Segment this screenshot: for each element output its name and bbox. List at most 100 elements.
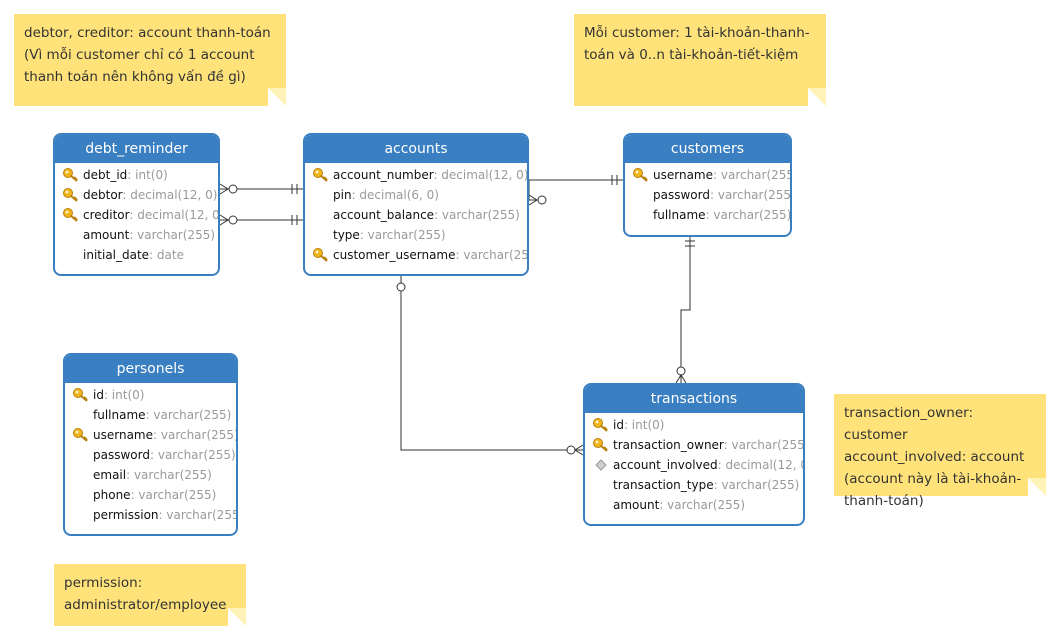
column-type: : varchar(255): [149, 448, 236, 462]
note-fold: [808, 88, 826, 106]
column-row[interactable]: id: int(0): [65, 385, 236, 405]
column-type: : varchar(255): [709, 188, 792, 202]
column-list: username: varchar(255)password: varchar(…: [625, 163, 790, 225]
column-row[interactable]: username: varchar(255): [65, 425, 236, 445]
column-name: password: [653, 188, 710, 202]
column-name: password: [93, 448, 150, 462]
column-type: : date: [149, 248, 184, 262]
note-line: permission:: [64, 575, 143, 591]
column-type: : int(0): [623, 418, 665, 432]
column-row[interactable]: fullname: varchar(255): [65, 405, 236, 425]
column-type: : varchar(255): [153, 428, 238, 442]
column-type: : varchar(255): [705, 208, 792, 222]
table-customers[interactable]: customers username: varchar(255)password…: [623, 133, 792, 237]
optional-circle-icon: [537, 195, 547, 205]
note-customer[interactable]: Mỗi customer: 1 tài-khoản-thanh- toán và…: [574, 14, 826, 106]
note-line: toán và 0..n tài-khoản-tiết-kiệm: [584, 47, 799, 63]
optional-circle-icon: [566, 445, 576, 455]
column-type: : varchar(255): [713, 478, 800, 492]
note-transaction[interactable]: transaction_owner: customer account_invo…: [834, 394, 1046, 509]
table-debt-reminder[interactable]: debt_reminder debt_id: int(0)debtor: dec…: [53, 133, 220, 276]
column-row[interactable]: amount: varchar(255): [55, 225, 218, 245]
one-mark-icon: [291, 215, 298, 225]
column-type: : varchar(255): [158, 508, 238, 522]
table-title: accounts: [305, 135, 527, 163]
crows-foot-icon: [675, 374, 687, 384]
column-type: : varchar(255): [455, 248, 529, 262]
column-row[interactable]: account_number: decimal(12, 0): [305, 165, 527, 185]
column-name: transaction_owner: [613, 438, 724, 452]
table-title: debt_reminder: [55, 135, 218, 163]
column-row[interactable]: username: varchar(255): [625, 165, 790, 185]
column-name: username: [653, 168, 713, 182]
column-row[interactable]: type: varchar(255): [305, 225, 527, 245]
table-transactions[interactable]: transactions id: int(0)transaction_owner…: [583, 383, 805, 526]
one-mark-icon: [685, 240, 695, 247]
crows-foot-icon: [219, 183, 229, 195]
note-line: thanh toán nên không vấn đề gì): [24, 69, 246, 85]
column-name: creditor: [83, 208, 130, 222]
column-name: fullname: [653, 208, 706, 222]
column-name: id: [93, 388, 104, 402]
column-row[interactable]: account_involved: decimal(12, 0): [585, 455, 803, 475]
column-name: amount: [613, 498, 660, 512]
column-name: account_balance: [333, 208, 435, 222]
column-type: : varchar(255): [145, 408, 232, 422]
table-title: customers: [625, 135, 790, 163]
table-personels[interactable]: personels id: int(0)fullname: varchar(25…: [63, 353, 238, 536]
column-row[interactable]: id: int(0): [585, 415, 803, 435]
column-type: : varchar(255): [129, 228, 216, 242]
column-row[interactable]: password: varchar(255): [65, 445, 236, 465]
column-row[interactable]: debtor: decimal(12, 0): [55, 185, 218, 205]
column-row[interactable]: customer_username: varchar(255): [305, 245, 527, 265]
table-title: transactions: [585, 385, 803, 413]
column-row[interactable]: debt_id: int(0): [55, 165, 218, 185]
note-line: administrator/employee: [64, 597, 227, 613]
note-line: transaction_owner: customer: [844, 405, 974, 443]
column-type: : int(0): [127, 168, 168, 182]
column-type: : int(0): [103, 388, 145, 402]
column-list: account_number: decimal(12, 0)pin: decim…: [305, 163, 527, 265]
crows-foot-icon: [219, 214, 229, 226]
primary-key-icon: [62, 207, 80, 223]
column-name: account_involved: [613, 458, 718, 472]
column-row[interactable]: password: varchar(255): [625, 185, 790, 205]
column-row[interactable]: permission: varchar(255): [65, 505, 236, 525]
note-fold: [268, 88, 286, 106]
column-list: debt_id: int(0)debtor: decimal(12, 0)cre…: [55, 163, 218, 265]
column-row[interactable]: account_balance: varchar(255): [305, 205, 527, 225]
column-row[interactable]: phone: varchar(255): [65, 485, 236, 505]
column-row[interactable]: email: varchar(255): [65, 465, 236, 485]
note-permission[interactable]: permission: administrator/employee: [54, 564, 246, 626]
column-type: : decimal(12, 0): [433, 168, 529, 182]
note-fold: [228, 608, 246, 626]
column-type: : varchar(255): [659, 498, 746, 512]
note-line: Mỗi customer: 1 tài-khoản-thanh-: [584, 25, 810, 41]
column-row[interactable]: transaction_owner: varchar(255): [585, 435, 803, 455]
column-row[interactable]: creditor: decimal(12, 0): [55, 205, 218, 225]
foreign-key-diamond-icon: [592, 457, 610, 473]
column-list: id: int(0)transaction_owner: varchar(255…: [585, 413, 803, 515]
note-fold: [1028, 478, 1046, 496]
column-row[interactable]: amount: varchar(255): [585, 495, 803, 515]
column-type: : varchar(255): [359, 228, 446, 242]
column-row[interactable]: fullname: varchar(255): [625, 205, 790, 225]
column-name: transaction_type: [613, 478, 714, 492]
note-debtor[interactable]: debtor, creditor: account thanh-toán (Vì…: [14, 14, 286, 106]
note-line: debtor, creditor: account thanh-toán: [24, 25, 271, 41]
one-mark-icon: [291, 184, 298, 194]
one-mark-icon: [611, 175, 618, 185]
relation-owner-line: [680, 236, 691, 383]
column-row[interactable]: transaction_type: varchar(255): [585, 475, 803, 495]
column-name: amount: [83, 228, 130, 242]
column-type: : varchar(255): [130, 488, 217, 502]
column-row[interactable]: initial_date: date: [55, 245, 218, 265]
column-row[interactable]: pin: decimal(6, 0): [305, 185, 527, 205]
table-accounts[interactable]: accounts account_number: decimal(12, 0)p…: [303, 133, 529, 276]
column-name: id: [613, 418, 624, 432]
column-type: : varchar(255): [723, 438, 805, 452]
optional-circle-icon: [676, 366, 686, 376]
primary-key-icon: [632, 167, 650, 183]
primary-key-icon: [62, 167, 80, 183]
